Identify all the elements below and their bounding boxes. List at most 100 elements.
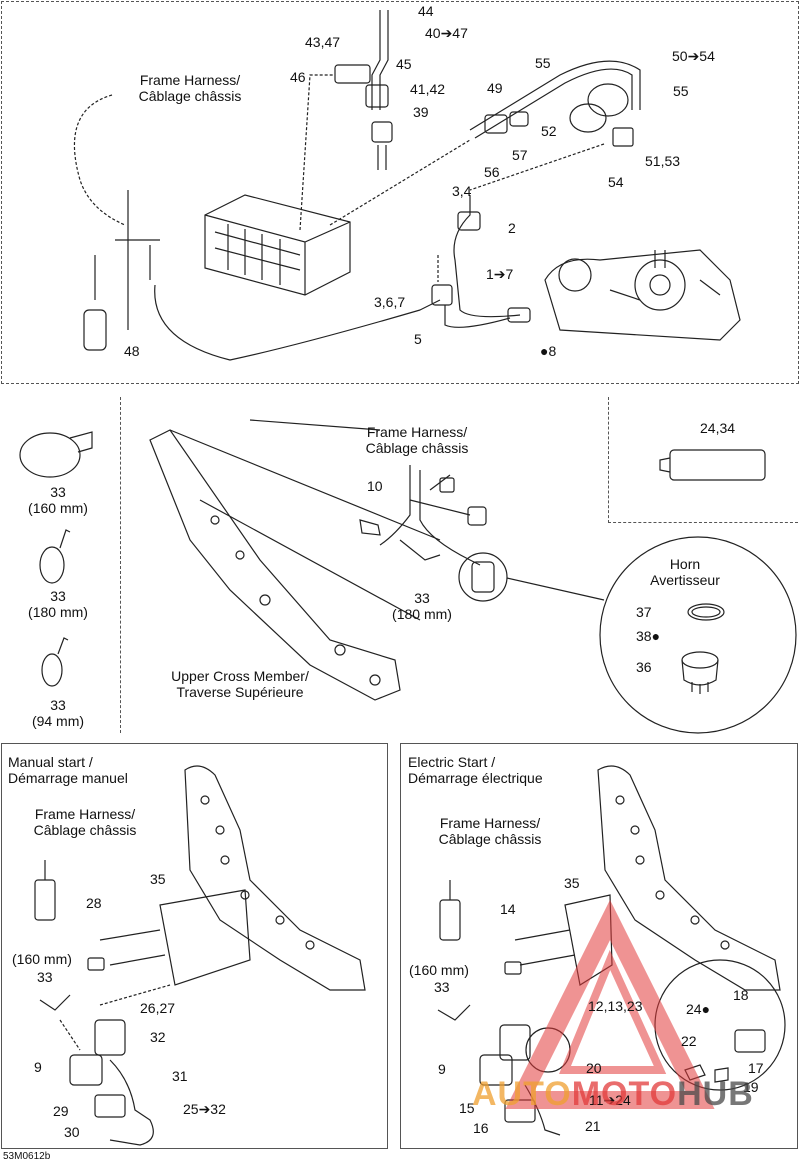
upper-cross-member-drawing — [149, 419, 441, 701]
frame-harness-wire-top — [94, 190, 160, 330]
clamps-drawing — [19, 431, 93, 687]
callout-37: 37 — [636, 604, 652, 620]
manual-callout-26-27: 26,27 — [140, 1000, 176, 1016]
electric-callout-35: 35 — [564, 875, 580, 891]
electric-callout-24: 24● — [686, 1001, 710, 1017]
electric-start-title-fr: Démarrage électrique — [408, 770, 543, 786]
horn-title-en: Horn — [669, 556, 701, 572]
clamp-180-label: 33 (180 mm) — [28, 588, 88, 620]
horn-title-fr: Avertisseur — [650, 572, 720, 588]
footer-code: 53M0612b — [3, 1151, 51, 1161]
sealant-drop-icon: ● — [540, 343, 549, 359]
callout-5: 5 — [414, 331, 422, 347]
callout-36: 36 — [636, 659, 652, 675]
frame-harness-electric-fr: Câblage châssis — [438, 831, 542, 847]
callout-50-54: 50➔54 — [672, 48, 715, 64]
manual-callout-160: (160 mm) — [12, 951, 72, 967]
top-panel — [1, 1, 799, 384]
cable-55 — [469, 60, 641, 139]
electric-callout-22: 22 — [681, 1033, 697, 1049]
callout-3-6-7: 3,6,7 — [374, 294, 406, 310]
frame-harness-en: Frame Harness/ — [139, 72, 241, 88]
manual-callout-29: 29 — [53, 1103, 69, 1119]
manual-start-title: Manual start / Démarrage manuel — [8, 754, 128, 786]
manual-callout-33: 33 — [37, 969, 53, 985]
electric-callout-19: 19 — [743, 1079, 759, 1095]
electric-callout-9: 9 — [438, 1061, 446, 1077]
clamp-94-size: (94 mm) — [31, 713, 85, 729]
harness-callout-line — [73, 94, 126, 226]
electric-callout-16: 16 — [473, 1120, 489, 1136]
frame-harness-electric-en: Frame Harness/ — [439, 815, 541, 831]
watermark-part1: AUTO — [472, 1075, 572, 1113]
electric-callout-14: 14 — [500, 901, 516, 917]
callout-56: 56 — [484, 164, 500, 180]
watermark-part2: MOTO — [571, 1075, 678, 1113]
sealant-drop-icon: ● — [651, 628, 661, 644]
inset-panel — [608, 397, 798, 523]
electric-callout-11-24: 11➔24 — [589, 1092, 631, 1108]
clamp-180-size: (180 mm) — [28, 604, 88, 620]
clamp-160-size: (160 mm) — [28, 500, 88, 516]
frame-harness-manual-en: Frame Harness/ — [34, 806, 136, 822]
electric-callout-33: 33 — [434, 979, 450, 995]
electric-callout-20: 20 — [586, 1060, 602, 1076]
sealant-drop-icon: ● — [701, 1001, 711, 1017]
electric-start-panel — [400, 743, 798, 1149]
clamp-94-label: 33 (94 mm) — [32, 697, 84, 729]
callout-1-7: 1➔7 — [486, 266, 514, 282]
horn-title: Horn Avertisseur — [650, 556, 720, 588]
callout-44: 44 — [418, 3, 434, 19]
electric-start-title: Electric Start / Démarrage électrique — [408, 754, 543, 786]
electric-callout-18: 18 — [733, 987, 749, 1003]
callout-49: 49 — [487, 80, 503, 96]
callout-45: 45 — [396, 56, 412, 72]
manual-callout-30: 30 — [64, 1124, 80, 1140]
watermark-triangle — [505, 899, 715, 1109]
manual-callout-28: 28 — [86, 895, 102, 911]
manual-callout-32: 32 — [150, 1029, 166, 1045]
manual-callout-25-32: 25➔32 — [183, 1101, 226, 1117]
callout-55a: 55 — [535, 55, 551, 71]
callout-3-4: 3,4 — [452, 183, 472, 199]
electric-callout-21: 21 — [585, 1118, 601, 1134]
callout-33-middle-num: 33 — [414, 590, 430, 606]
callout-43-47: 43,47 — [305, 34, 341, 50]
watermark-part3: HUB — [677, 1075, 754, 1113]
callout-39: 39 — [413, 104, 429, 120]
clamp-160-num: 33 — [50, 484, 66, 500]
callout-24-34: 24,34 — [700, 420, 736, 436]
callout-10: 10 — [367, 478, 383, 494]
electric-callout-24-text: 24 — [686, 1001, 702, 1017]
callout-52: 52 — [541, 123, 557, 139]
callout-40-47: 40➔47 — [425, 25, 468, 41]
frame-harness-label-manual: Frame Harness/ Câblage châssis — [34, 806, 137, 838]
electric-start-title-en: Electric Start / — [408, 754, 496, 770]
manual-start-title-fr: Démarrage manuel — [8, 770, 128, 786]
callout-33-middle: 33 (180 mm) — [392, 590, 452, 622]
watermark-logo: AUTOMOTOHUB — [472, 1075, 754, 1114]
callout-57: 57 — [512, 147, 528, 163]
manual-callout-9: 9 — [34, 1059, 42, 1075]
cable-44 — [371, 10, 389, 110]
callout-55b: 55 — [673, 83, 689, 99]
manual-start-panel — [1, 743, 388, 1149]
callout-8: ●8 — [540, 343, 556, 359]
horn-detail-circle — [599, 536, 797, 734]
callout-51-53: 51,53 — [645, 153, 681, 169]
grease-tube-drawing — [659, 449, 766, 481]
callout-38-text: 38 — [636, 628, 652, 644]
callout-33-middle-size: (180 mm) — [392, 606, 452, 622]
upper-cross-member-en: Upper Cross Member/ — [171, 668, 309, 684]
part-48-connector — [83, 309, 107, 351]
frame-harness-manual-fr: Câblage châssis — [33, 822, 137, 838]
manual-callout-31: 31 — [172, 1068, 188, 1084]
electric-callout-15: 15 — [459, 1100, 475, 1116]
manual-callout-35: 35 — [150, 871, 166, 887]
manual-frame-drawing — [34, 765, 366, 1146]
clamp-160-label: 33 (160 mm) — [28, 484, 88, 516]
frame-harness-label-top: Frame Harness/ Câblage châssis — [139, 72, 242, 104]
frame-harness-middle-en: Frame Harness/ — [366, 424, 468, 440]
